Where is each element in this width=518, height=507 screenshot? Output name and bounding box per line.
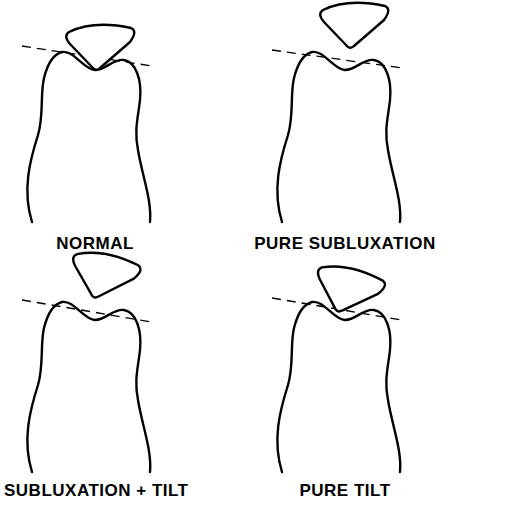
femur-outline: [27, 302, 150, 472]
reference-line: [22, 300, 152, 322]
patella-outline: [65, 246, 142, 306]
patella-outline: [320, 3, 388, 48]
femur-outline: [277, 302, 400, 472]
patella-outline: [309, 260, 387, 322]
femur-outline: [277, 52, 400, 222]
subluxation-panel: [272, 3, 402, 222]
panel-label: PURE TILT: [299, 481, 390, 501]
normal-panel: [22, 25, 152, 222]
femur-outline: [27, 52, 150, 222]
tilt-panel: [272, 260, 402, 472]
panel-label: SUBLUXATION + TILT: [4, 481, 189, 501]
patella-outline: [66, 25, 134, 70]
subluxation-tilt-panel: [22, 246, 152, 472]
panel-label: NORMAL: [56, 234, 134, 254]
panel-label: PURE SUBLUXATION: [254, 234, 435, 254]
